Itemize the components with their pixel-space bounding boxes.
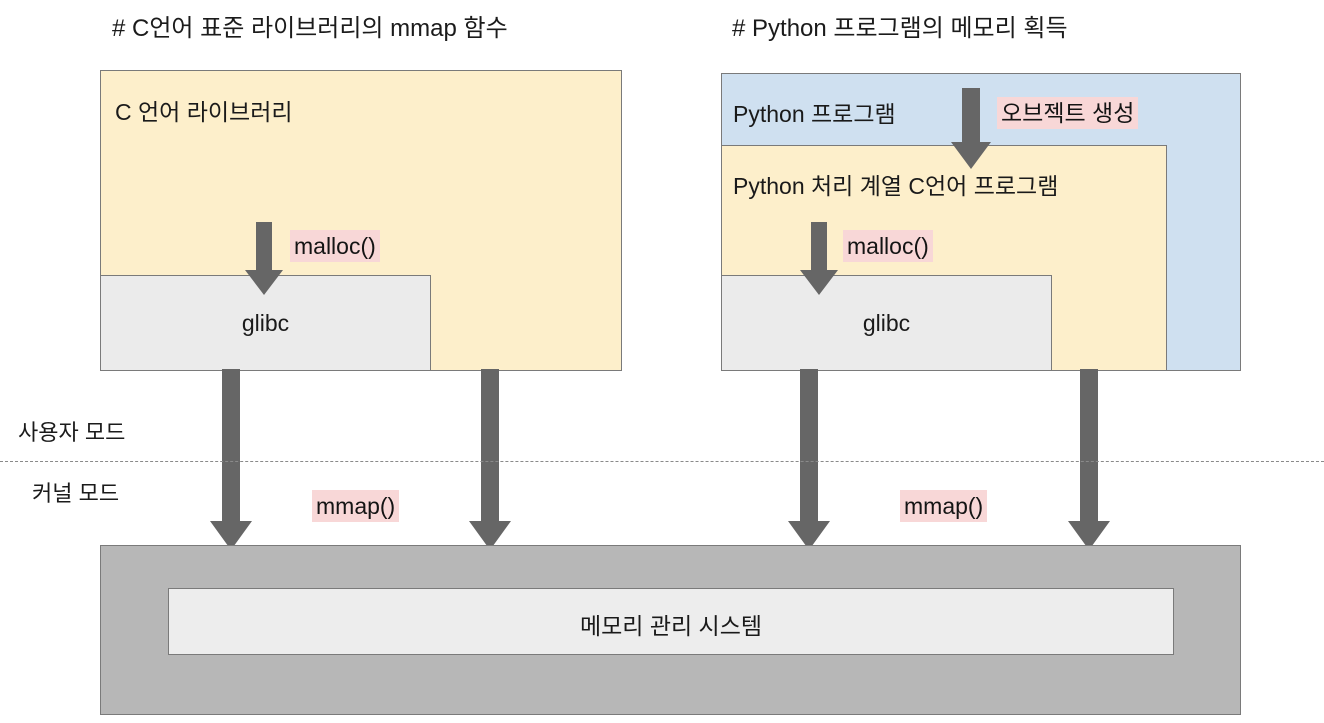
right-panel-title: # Python 프로그램의 메모리 획득 (732, 15, 1068, 42)
python-program-label: Python 프로그램 (733, 101, 896, 127)
malloc-arrow-left-icon (244, 222, 284, 296)
user-kernel-mode-divider (0, 461, 1324, 462)
malloc-arrow-right-icon (799, 222, 839, 296)
glibc-box-right (721, 275, 1052, 371)
mmap-tag-left: mmap() (312, 490, 400, 522)
user-mode-label: 사용자 모드 (18, 420, 126, 445)
left-panel-title: # C언어 표준 라이브러리의 mmap 함수 (112, 15, 508, 42)
mmap-arrow-left-glibc-icon (209, 369, 253, 551)
c-library-label: C 언어 라이브러리 (115, 99, 293, 125)
glibc-label-left: glibc (241, 310, 290, 336)
mmap-arrow-left-direct-icon (468, 369, 512, 551)
python-c-runtime-label: Python 처리 계열 C언어 프로그램 (733, 173, 1059, 199)
kernel-mode-label: 커널 모드 (32, 481, 120, 506)
mmap-tag-right: mmap() (900, 490, 988, 522)
mmap-arrow-right-glibc-icon (787, 369, 831, 551)
mmap-arrow-right-direct-icon (1067, 369, 1111, 551)
glibc-label-right: glibc (862, 310, 911, 336)
object-create-tag: 오브젝트 생성 (997, 97, 1139, 129)
memory-manager-label: 메모리 관리 시스템 (579, 613, 763, 639)
object-create-arrow-icon (950, 88, 992, 170)
malloc-tag-left: malloc() (290, 230, 380, 262)
malloc-tag-right: malloc() (843, 230, 933, 262)
memory-manager-box (168, 588, 1174, 655)
